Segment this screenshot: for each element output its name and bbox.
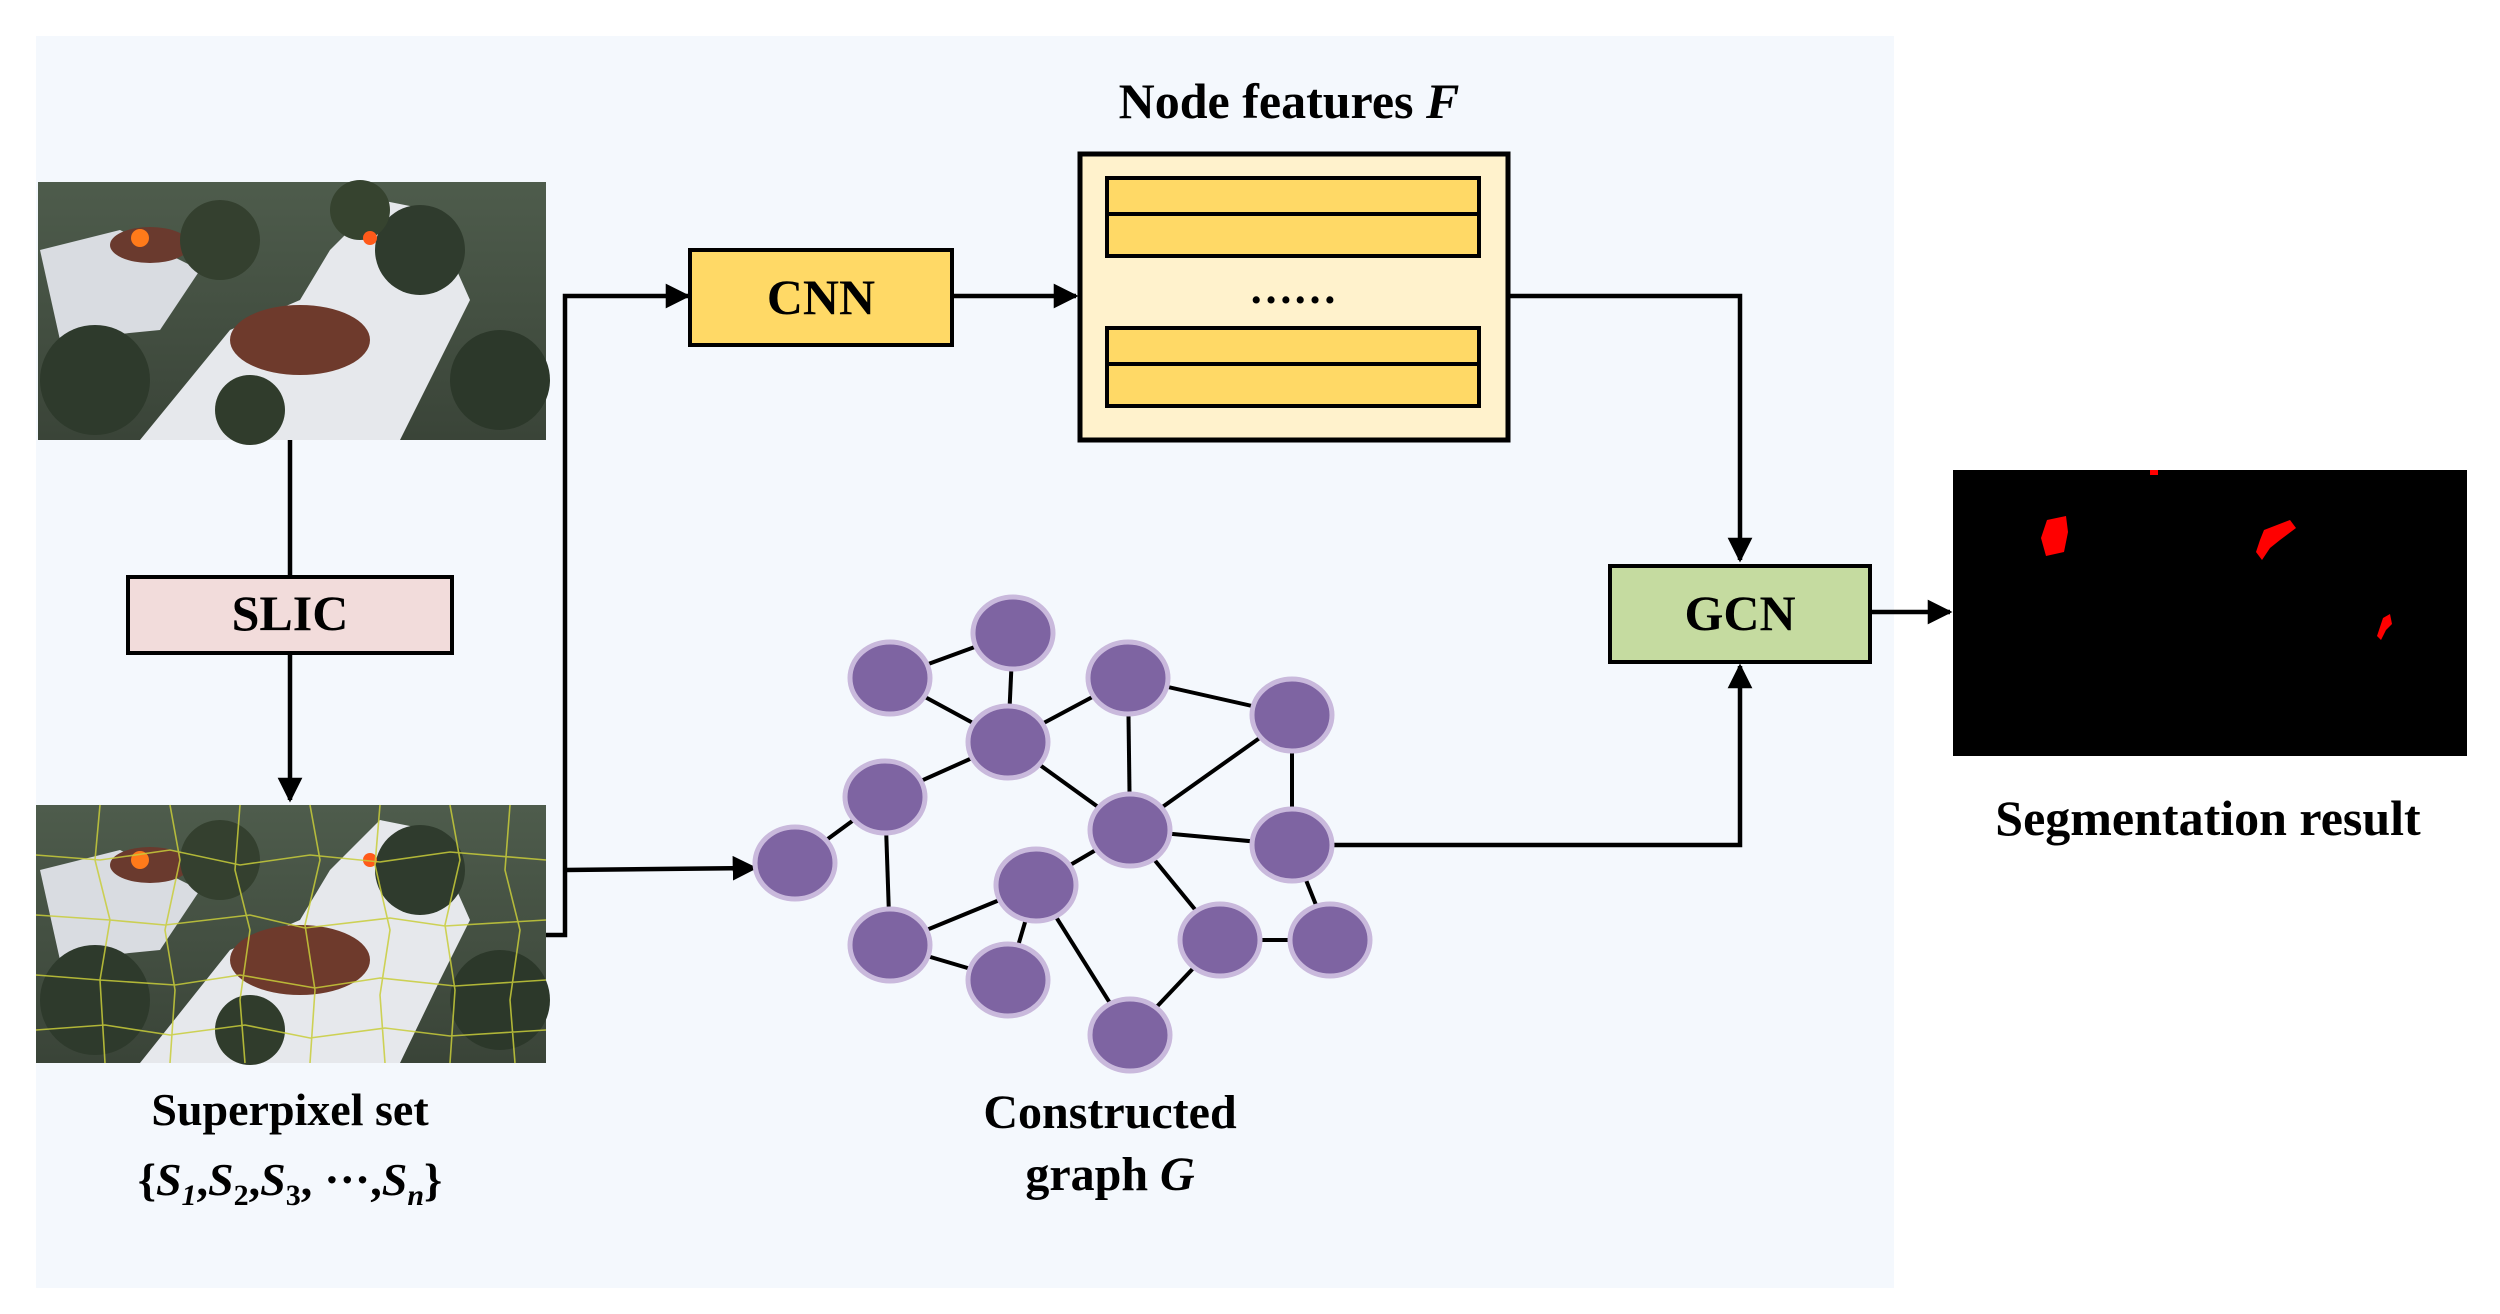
fire-mask-region <box>2377 614 2392 640</box>
fire-mask-region <box>2256 520 2296 560</box>
constructed-graph <box>752 594 1373 1074</box>
feature-vector-2a <box>1105 326 1481 366</box>
superpixels-to-graph-arrow <box>564 855 758 881</box>
graph-node <box>1287 901 1373 979</box>
superpixel-image <box>35 804 550 1065</box>
feature-vector-1b <box>1105 212 1481 258</box>
graph-to-gcn-arrow <box>1332 663 1753 848</box>
graph-node <box>752 824 838 902</box>
superpixel-set-notation: {S1,S2,S3,···,Sn} <box>138 1154 442 1212</box>
graph-node <box>1087 791 1173 869</box>
features-ellipsis: …… <box>1249 264 1337 313</box>
cnn-label: CNN <box>767 269 875 325</box>
graph-node <box>1087 996 1173 1074</box>
gcn-box <box>1608 564 1872 664</box>
graph-node <box>965 941 1051 1019</box>
fire-mask-region <box>2150 470 2158 475</box>
node-features-title: Node features F <box>1119 73 1460 129</box>
feature-vector-1a <box>1105 176 1481 216</box>
graph-node <box>1177 901 1263 979</box>
graph-node <box>847 906 933 984</box>
features-to-gcn-arrow <box>1508 293 1753 563</box>
fire-mask-region <box>2041 516 2068 556</box>
graph-node <box>1249 806 1335 884</box>
graph-nodes <box>752 594 1373 1074</box>
graph-g-label: graph G <box>1025 1148 1195 1201</box>
superpixel-set-label: Superpixel set <box>151 1084 429 1135</box>
graph-node <box>1249 676 1335 754</box>
graph-node <box>842 758 928 836</box>
input-aerial-image <box>38 180 550 445</box>
graph-node <box>993 846 1079 924</box>
segmentation-result-image <box>1953 470 2467 756</box>
cnn-box <box>688 248 954 347</box>
superpixels-to-cnn-arrow <box>546 283 691 938</box>
feature-vector-2b <box>1105 362 1481 408</box>
fire-spot-icon <box>131 229 149 247</box>
constructed-label: Constructed <box>983 1086 1237 1139</box>
graph-node <box>1085 639 1171 717</box>
gcn-label: GCN <box>1684 585 1795 641</box>
superpixel-grid <box>35 804 547 1064</box>
graph-node <box>847 639 933 717</box>
graph-node <box>970 594 1056 672</box>
slic-label: SLIC <box>232 585 349 641</box>
segmentation-result-label: Segmentation result <box>1995 790 2421 846</box>
fire-spot-icon <box>363 853 377 867</box>
fire-spot-icon <box>363 231 377 245</box>
graph-node <box>965 703 1051 781</box>
